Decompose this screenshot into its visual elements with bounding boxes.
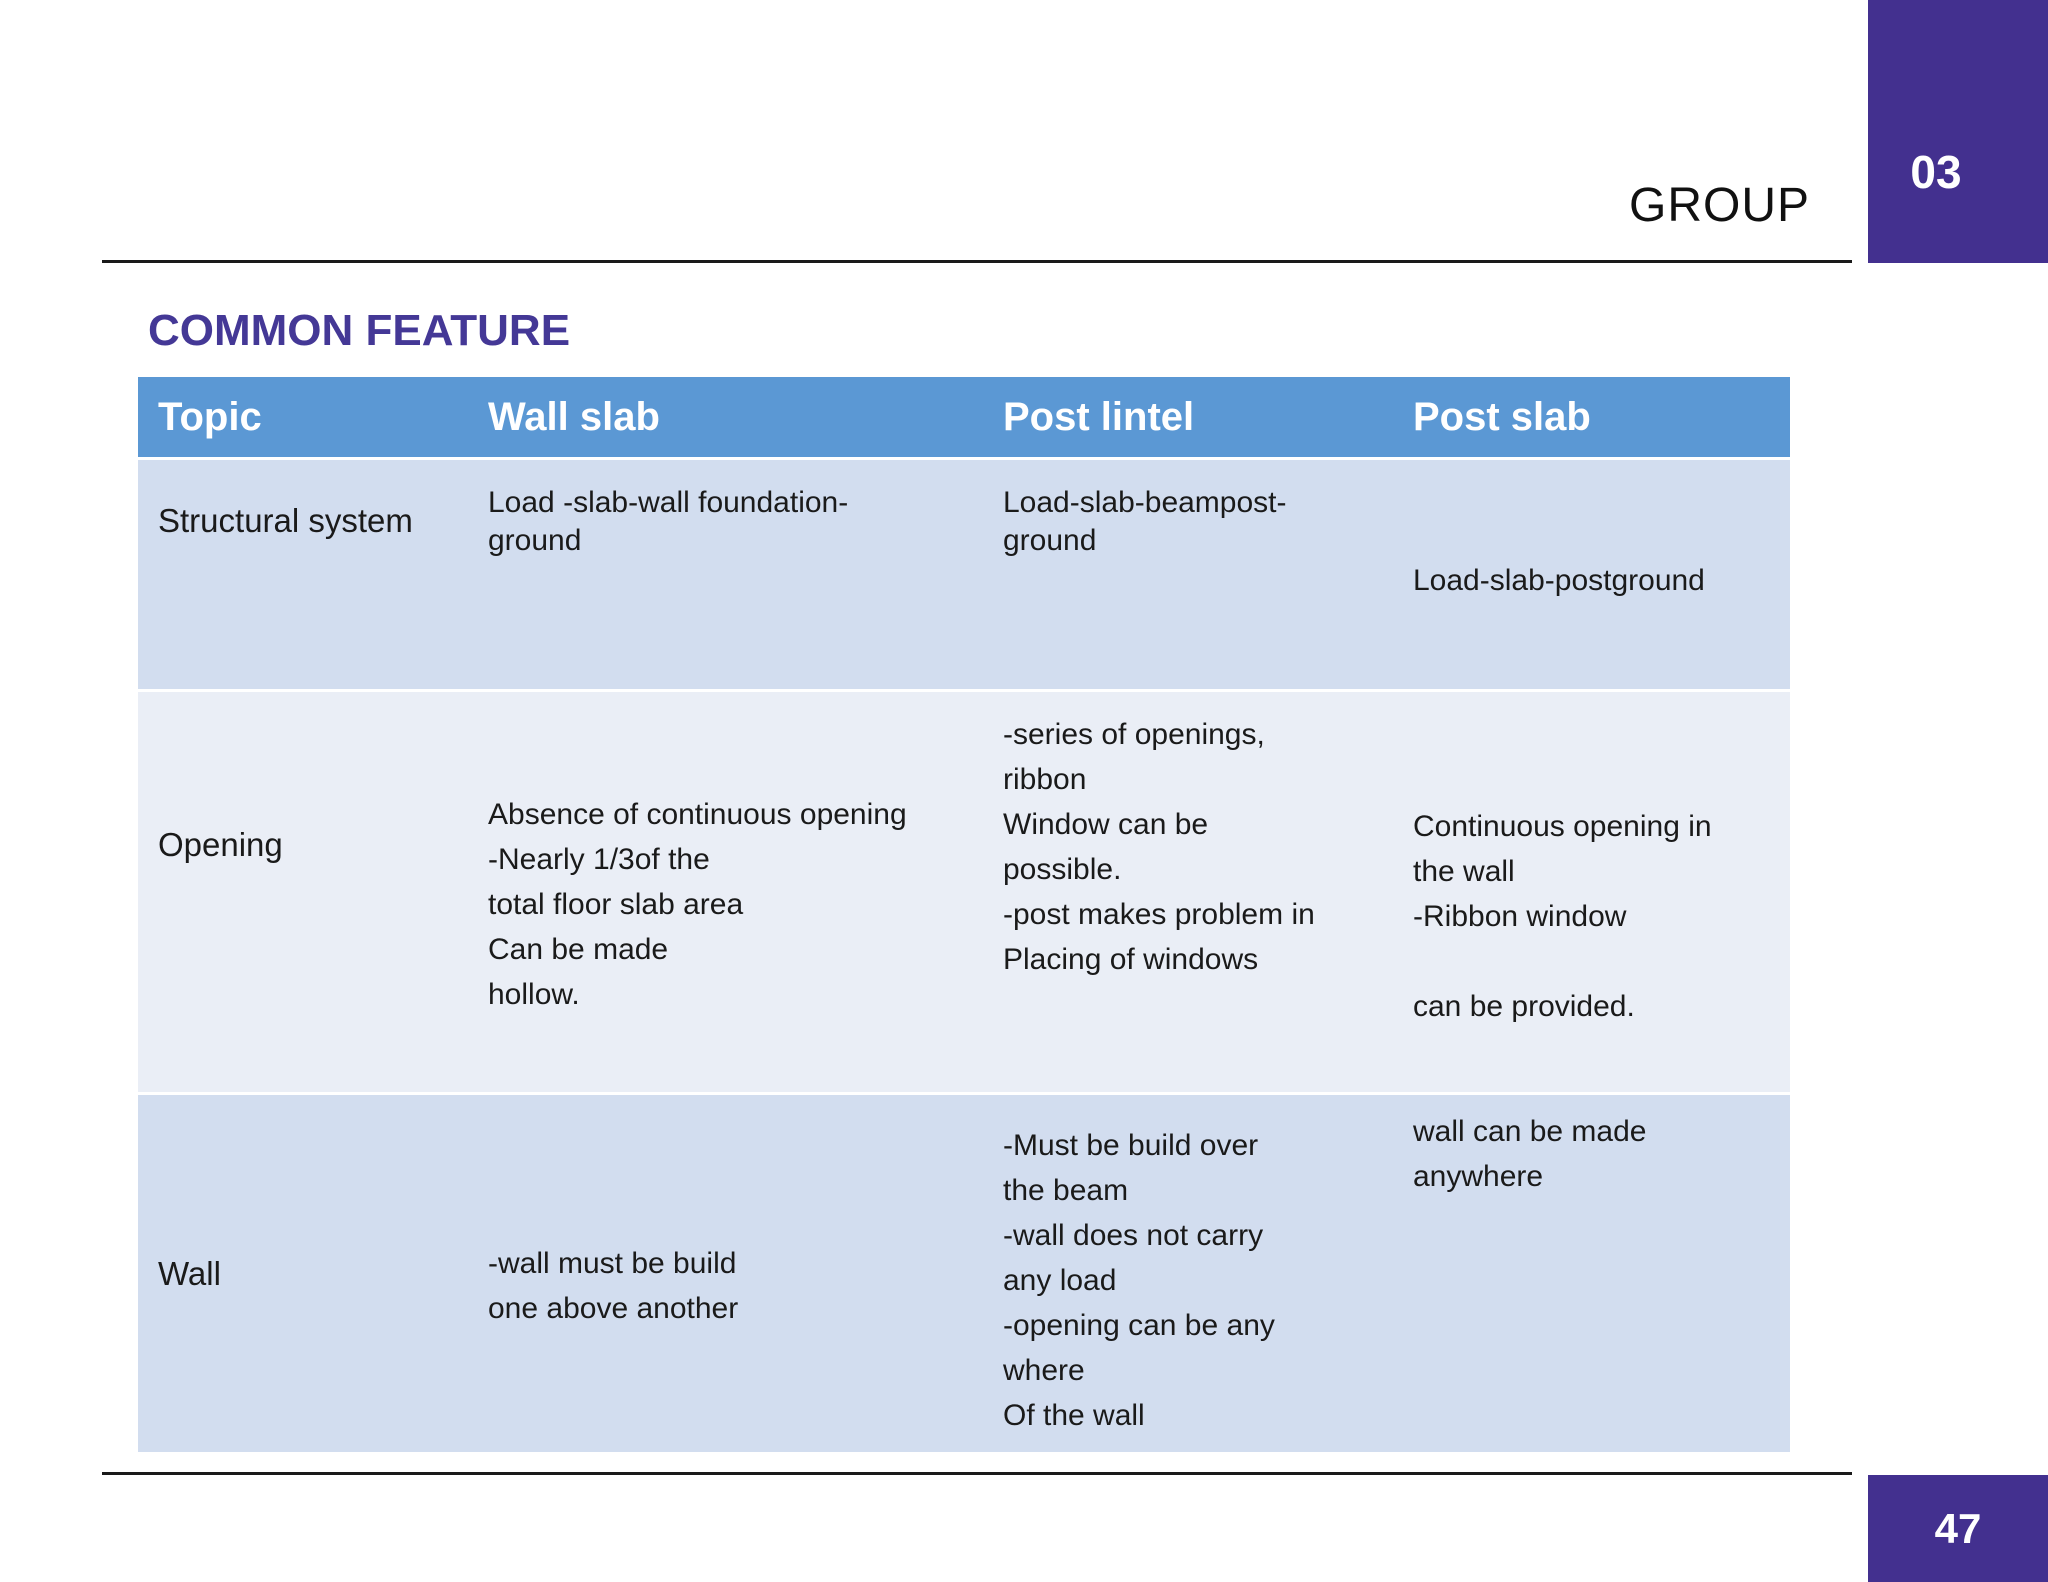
cell-wall-topic: Wall [158,1255,221,1292]
cell-structural-post-slab: Load-slab-postground [1413,564,1705,597]
cell-structural-wall-slab: Load -slab-wall foundation- ground [488,486,849,557]
page-number-tab: 47 [1868,1475,2048,1582]
cell-opening-post-slab: Continuous opening in the wall -Ribbon w… [1413,810,1712,1023]
page-number: 47 [1934,1504,1982,1552]
cell-opening-topic: Opening [158,826,283,863]
column-header-topic: Topic [158,394,262,439]
cell-wall-wall-slab: -wall must be build one above another [488,1247,739,1325]
group-number-tab: 03 [1868,0,2048,263]
table-row-wall: Wall -wall must be build one above anoth… [138,1092,1790,1452]
column-header-post-lintel: Post lintel [1003,394,1195,439]
cell-opening-post-lintel: -series of openings, ribbon Window can b… [1003,718,1315,976]
cell-opening-wall-slab: Absence of continuous opening -Nearly 1/… [488,798,907,1011]
cell-structural-topic: Structural system [158,502,413,539]
group-number: 03 [1910,145,1962,198]
column-header-post-slab: Post slab [1413,394,1591,439]
cell-structural-post-lintel: Load-slab-beampost- ground [1003,486,1287,557]
top-divider-line [102,260,1852,263]
common-feature-table: Topic Wall slab Post lintel Post slab St… [138,377,1790,1452]
table-row-opening: Opening Absence of continuous opening -N… [138,689,1790,1092]
table-header-row: Topic Wall slab Post lintel Post slab [138,377,1790,457]
group-label: GROUP [1628,179,1810,232]
page-title: COMMON FEATURE [148,306,571,355]
bottom-divider-line [102,1472,1852,1475]
cell-wall-post-slab: wall can be made anywhere [1413,1115,1647,1193]
cell-wall-post-lintel: -Must be build over the beam -wall does … [1003,1129,1275,1432]
table-row-structural-system: Structural system Load -slab-wall founda… [138,457,1790,689]
column-header-wall-slab: Wall slab [488,394,660,439]
